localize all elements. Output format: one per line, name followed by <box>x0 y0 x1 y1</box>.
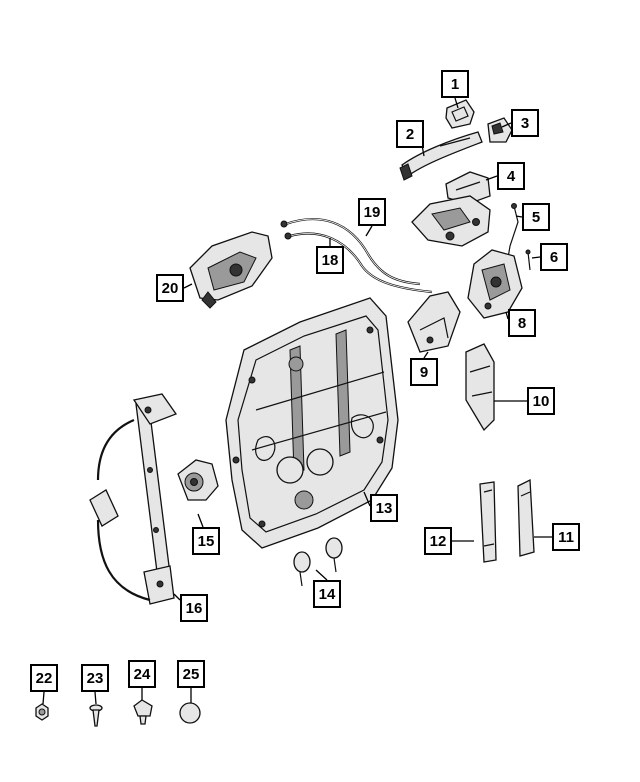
part-3-handle-cap <box>487 117 513 143</box>
part-20-interior-handle <box>189 231 273 309</box>
callout-13[interactable]: 13 <box>370 494 398 522</box>
callout-19[interactable]: 19 <box>358 198 386 226</box>
part-15-window-motor <box>177 459 219 501</box>
callout-18[interactable]: 18 <box>316 246 344 274</box>
part-1-bezel <box>445 99 475 129</box>
callout-2[interactable]: 2 <box>396 120 424 148</box>
part-8-door-latch <box>467 249 523 319</box>
callout-25[interactable]: 25 <box>177 660 205 688</box>
part-4-handle-bracket <box>445 171 491 205</box>
callout-3[interactable]: 3 <box>511 109 539 137</box>
callout-9[interactable]: 9 <box>410 358 438 386</box>
part-22-nut <box>35 703 49 721</box>
part-9-latch-bracket <box>407 291 461 353</box>
callout-12[interactable]: 12 <box>424 527 452 555</box>
callout-15[interactable]: 15 <box>192 527 220 555</box>
callout-6[interactable]: 6 <box>540 243 568 271</box>
callout-1[interactable]: 1 <box>441 70 469 98</box>
callout-20[interactable]: 20 <box>156 274 184 302</box>
part-10-channel <box>465 343 495 432</box>
callout-10[interactable]: 10 <box>527 387 555 415</box>
part-13-door-module-panel <box>225 297 399 549</box>
part-23-screw <box>89 704 103 727</box>
part-18-19-cables <box>280 217 433 294</box>
part-11-run-channel <box>517 478 535 557</box>
callout-23[interactable]: 23 <box>81 664 109 692</box>
part-6-rod <box>525 249 531 271</box>
callout-14[interactable]: 14 <box>313 580 341 608</box>
part-14-plugs <box>293 537 343 587</box>
leader-lines <box>42 97 552 705</box>
part-16-window-regulator <box>89 393 178 605</box>
part-25-plug <box>179 702 201 724</box>
callout-11[interactable]: 11 <box>552 523 580 551</box>
callout-4[interactable]: 4 <box>497 162 525 190</box>
callout-24[interactable]: 24 <box>128 660 156 688</box>
callout-8[interactable]: 8 <box>508 309 536 337</box>
part-24-bolt <box>133 699 153 725</box>
callout-16[interactable]: 16 <box>180 594 208 622</box>
part-12-run-channel <box>479 481 497 563</box>
callout-5[interactable]: 5 <box>522 203 550 231</box>
latch-assembly-upper <box>411 195 491 247</box>
callout-22[interactable]: 22 <box>30 664 58 692</box>
